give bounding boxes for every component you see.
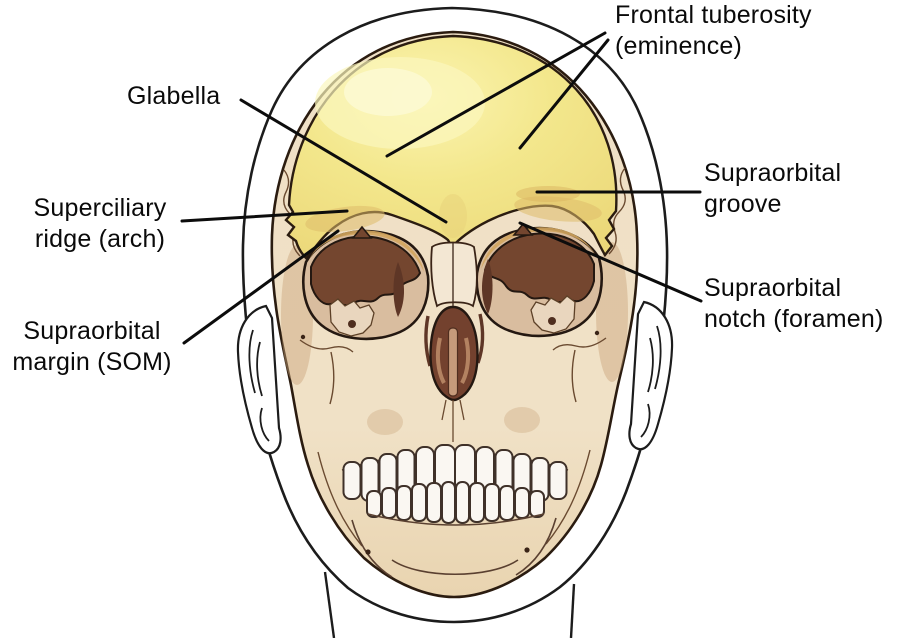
concha-left: [435, 337, 446, 384]
orbital-fissure-right: [481, 259, 493, 314]
label-supraorbital-margin: Supraorbital margin (SOM): [0, 316, 184, 378]
label-frontal-tuberosity: Frontal tuberosity (eminence): [615, 0, 812, 62]
frontal-bone: [284, 34, 618, 260]
leader-frontal-tuberosity-1: [385, 31, 607, 158]
label-line: margin (SOM): [12, 348, 172, 376]
label-line: Superciliary: [33, 194, 167, 222]
label-line: groove: [704, 190, 782, 218]
mandible-details: [351, 517, 557, 578]
leader-glabella: [239, 98, 448, 224]
dome-highlight-bright: [344, 68, 432, 116]
leader-supraorbital-notch: [518, 221, 703, 303]
nasal-spine-lines: [441, 399, 465, 421]
nasal-region: [424, 241, 485, 442]
label-glabella: Glabella: [127, 81, 220, 112]
nasal-bones: [430, 241, 478, 308]
lower-teeth: [366, 481, 545, 526]
nasal-septum: [447, 327, 459, 397]
leader-lines: [180, 31, 703, 345]
supraorbital-notch-right: [512, 222, 534, 236]
neck-line-left: [323, 571, 336, 638]
orbital-fissure-left: [393, 262, 405, 317]
orbit-foramen-left: [348, 320, 356, 328]
label-line: Glabella: [127, 82, 221, 110]
brow-band-left: [308, 230, 424, 272]
label-line: Supraorbital: [23, 317, 161, 345]
left-orbit: [302, 225, 430, 341]
supraorbital-notch-left: [351, 225, 373, 239]
mental-foramen-left: [365, 549, 371, 555]
supraorbital-groove-shading: [516, 186, 580, 202]
glabella-shading: [439, 194, 467, 238]
label-line: notch (foramen): [704, 305, 884, 333]
right-orbit: [475, 222, 603, 338]
label-supraorbital-groove: Supraorbital groove: [704, 158, 841, 220]
mental-foramen-right: [524, 547, 530, 553]
orbital-plate-right: [530, 295, 576, 334]
neck-line-right: [569, 583, 576, 638]
label-line: Frontal tuberosity: [615, 1, 812, 29]
temple-shading-right: [596, 242, 628, 382]
brow-band-right: [481, 227, 597, 269]
leader-superciliary-ridge: [180, 209, 349, 223]
label-superciliary-ridge: Superciliary ridge (arch): [14, 193, 186, 255]
label-line: Supraorbital: [704, 274, 842, 302]
label-supraorbital-notch: Supraorbital notch (foramen): [704, 273, 883, 335]
lacrimal-groove-right: [476, 313, 485, 364]
lacrimal-groove-left: [424, 315, 432, 367]
leader-supraorbital-margin: [182, 229, 340, 345]
suture-right: [608, 167, 626, 255]
superciliary-shading-right: [514, 196, 602, 222]
leader-frontal-tuberosity-2: [518, 38, 610, 150]
facial-sutures: [299, 330, 607, 547]
label-line: ridge (arch): [34, 225, 166, 253]
label-line: Supraorbital: [704, 159, 842, 187]
label-line: (eminence): [615, 32, 743, 60]
right-ear: [628, 300, 674, 451]
left-ear: [236, 304, 282, 455]
orbital-plate-left: [329, 298, 375, 337]
orbit-foramen-right: [548, 317, 556, 325]
concha-right: [460, 337, 471, 384]
